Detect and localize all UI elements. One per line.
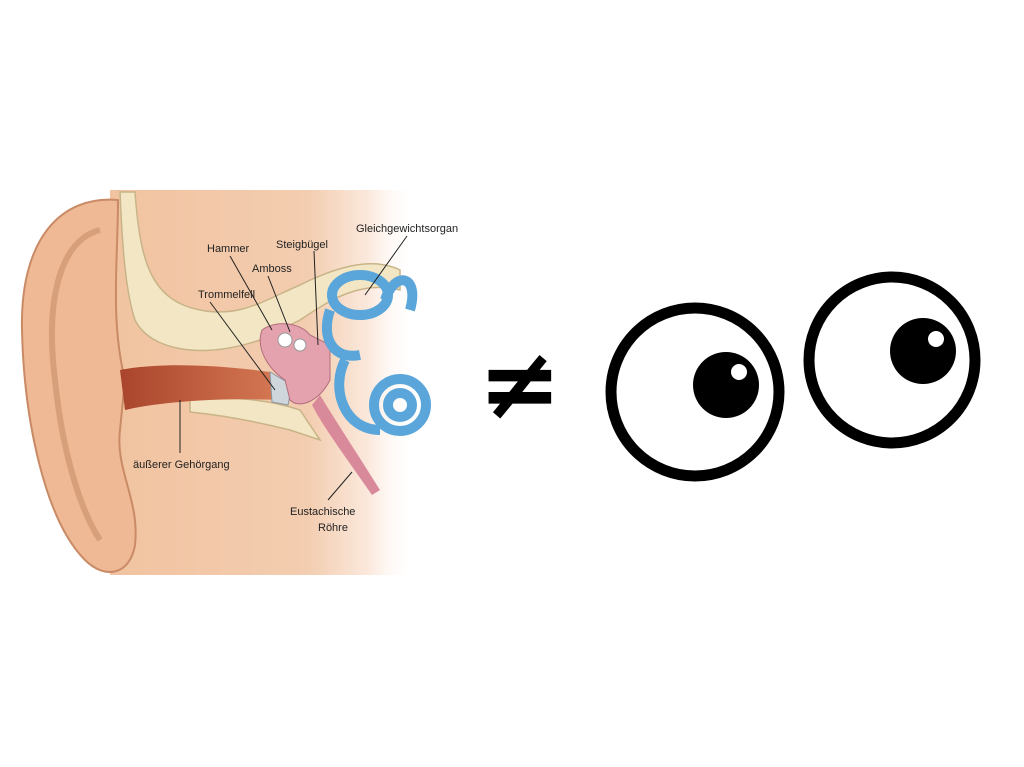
ear-anatomy-diagram: Hammer Amboss Steigbügel Gleichgewichtso… bbox=[20, 190, 470, 575]
label-eustachische: Eustachische bbox=[290, 506, 355, 518]
inner-ear bbox=[321, 270, 431, 436]
left-pupil bbox=[693, 352, 759, 418]
eustachian-tube bbox=[312, 395, 380, 495]
pinna bbox=[20, 198, 137, 573]
label-hammer: Hammer bbox=[207, 243, 250, 255]
ear-canal bbox=[120, 365, 285, 410]
pointer-lines bbox=[179, 235, 408, 501]
eyes-icon bbox=[605, 271, 981, 482]
not-equal-sign: ≠ bbox=[478, 325, 562, 442]
label-amboss: Amboss bbox=[252, 263, 292, 275]
label-trommelfell: Trommelfell bbox=[198, 289, 255, 301]
temporal-bone bbox=[119, 191, 401, 352]
label-roehre: Röhre bbox=[318, 522, 348, 534]
pinna-fold bbox=[49, 227, 103, 542]
middle-ear bbox=[259, 323, 331, 405]
ossicle-amboss bbox=[293, 338, 307, 352]
label-steigbuegel: Steigbügel bbox=[276, 239, 328, 251]
label-gehoergang: äußerer Gehörgang bbox=[133, 459, 230, 471]
left-eye-highlight bbox=[731, 364, 747, 380]
label-gleichgewichtsorgan: Gleichgewichtsorgan bbox=[356, 223, 458, 235]
right-pupil bbox=[890, 318, 956, 384]
ossicle-hammer bbox=[277, 332, 293, 348]
right-eye-highlight bbox=[928, 331, 944, 347]
